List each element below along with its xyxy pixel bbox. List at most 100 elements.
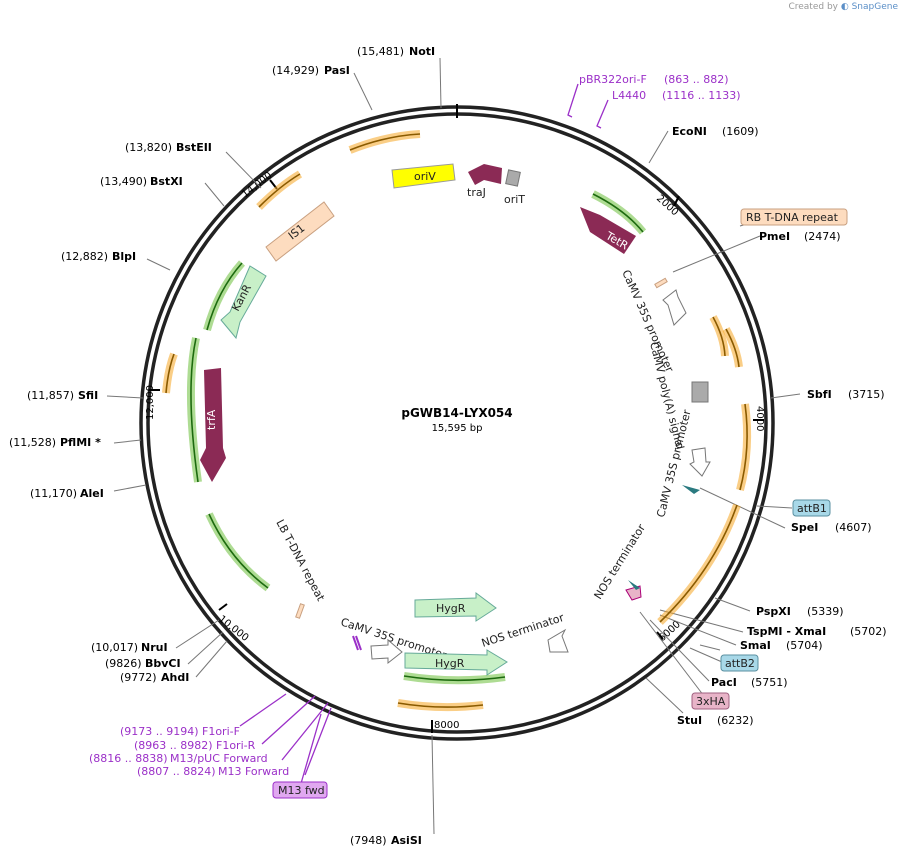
site-pos-pmei: (2474) bbox=[804, 230, 841, 243]
rb-repeat-box bbox=[740, 208, 848, 226]
site-pos-pflmi: (11,528) bbox=[9, 436, 56, 449]
site-name-econi: EcoNI bbox=[672, 125, 707, 138]
camv-35s-promoter-1-label: CaMV 35S promoter bbox=[619, 268, 676, 375]
site-name-alei: AleI bbox=[80, 487, 104, 500]
site-pos-econi: (1609) bbox=[722, 125, 759, 138]
site-labels-right: EcoNI (1609) PmeI (2474) SbfI (3715) Spe… bbox=[672, 125, 887, 727]
plasmid-length: 15,595 bp bbox=[432, 423, 483, 434]
site-pos-pspxi: (5339) bbox=[807, 605, 844, 618]
site-name-asisi: AsiSI bbox=[391, 834, 422, 847]
site-name-blpi: BlpI bbox=[112, 250, 136, 263]
camv-35s-promoter-1-feature bbox=[662, 289, 687, 326]
primer-pos-f1orir: (8963 .. 8982) bbox=[134, 739, 213, 752]
tick-label-12000: 12,000 bbox=[145, 385, 156, 420]
site-name-sfii: SfiI bbox=[78, 389, 98, 402]
orit-feature bbox=[505, 169, 521, 187]
hygr-1-label: HygR bbox=[436, 602, 466, 615]
primer-pos-pbr322: (863 .. 882) bbox=[664, 73, 729, 86]
camv-35s-promoter-3-feature bbox=[370, 638, 403, 665]
oriv-feature bbox=[391, 163, 456, 189]
site-pos-bbvci: (9826) bbox=[105, 657, 142, 670]
tetr-feature bbox=[580, 207, 636, 254]
site-pos-tspmi: (5702) bbox=[850, 625, 887, 638]
hygr-2-label: HygR bbox=[435, 657, 465, 670]
orit-label: oriT bbox=[504, 193, 525, 206]
site-name-pasi: PasI bbox=[324, 64, 350, 77]
snapgene-logo-icon: ◐ SnapGene bbox=[840, 2, 898, 12]
attb1-box-label: attB1 bbox=[797, 502, 827, 515]
attb2-box-label: attB2 bbox=[725, 657, 755, 670]
site-name-ahdi: AhdI bbox=[161, 671, 189, 684]
nos-terminator-2-feature bbox=[547, 628, 569, 653]
rb-repeat-feature bbox=[654, 277, 668, 289]
site-pos-sfii: (11,857) bbox=[27, 389, 74, 402]
attb2-box bbox=[720, 654, 759, 672]
lb-repeat-label: LB T-DNA repeat bbox=[273, 517, 327, 604]
oriv-label: oriV bbox=[414, 170, 436, 183]
attb1-box bbox=[792, 499, 831, 517]
site-pos-bsteii: (13,820) bbox=[125, 141, 172, 154]
site-pos-sbfi: (3715) bbox=[848, 388, 885, 401]
site-pos-bstxi: (13,490) bbox=[100, 175, 147, 188]
m13-fwd-box-label: M13 fwd bbox=[278, 784, 325, 797]
site-name-spei: SpeI bbox=[791, 521, 818, 534]
primer-name-l4440: L4440 bbox=[612, 89, 646, 102]
primer-pos-f1orif: (9173 .. 9194) bbox=[120, 725, 199, 738]
attb2-feature bbox=[628, 580, 640, 590]
rb-repeat-box-label: RB T-DNA repeat bbox=[746, 211, 839, 224]
site-pos-blpi: (12,882) bbox=[61, 250, 108, 263]
primer-name-m13puc: M13/pUC Forward bbox=[170, 752, 268, 765]
boxed-labels: RB T-DNA repeat attB1 attB2 3xHA M13 fwd bbox=[272, 208, 848, 799]
snapgene-credit: Created by ◐ SnapGene bbox=[788, 2, 898, 12]
site-pos-alei: (11,170) bbox=[30, 487, 77, 500]
primer-pos-m13puc: (8816 .. 8838) bbox=[89, 752, 168, 765]
primer-leader-lines bbox=[239, 83, 609, 788]
site-name-nrui: NruI bbox=[141, 641, 168, 654]
traj-feature bbox=[468, 164, 502, 185]
hygr-2-feature bbox=[404, 649, 508, 676]
site-leader-lines bbox=[106, 57, 801, 835]
site-name-pflmi: PflMI * bbox=[60, 436, 101, 449]
site-name-noti: NotI bbox=[409, 45, 435, 58]
orf-arcs bbox=[165, 133, 748, 708]
kanr-feature bbox=[220, 265, 267, 340]
trfa-feature bbox=[200, 368, 226, 482]
site-name-tspmi: TspMI - XmaI bbox=[747, 625, 826, 638]
site-pos-paci: (5751) bbox=[751, 676, 788, 689]
traj-label: traJ bbox=[467, 186, 486, 199]
hygr-1-feature bbox=[414, 592, 497, 622]
tick-label-10000: 10,000 bbox=[216, 614, 250, 644]
primer-labels: pBR322ori-F (863 .. 882) L4440 (1116 .. … bbox=[89, 73, 741, 778]
plasmid-name: pGWB14-LYX054 bbox=[401, 406, 512, 420]
lb-repeat-feature bbox=[295, 603, 305, 619]
tick-label-4000: 4000 bbox=[754, 406, 765, 431]
site-name-paci: PacI bbox=[711, 676, 737, 689]
marker-arcs bbox=[190, 193, 644, 682]
primer-name-m13fwd: M13 Forward bbox=[218, 765, 289, 778]
site-pos-pasi: (14,929) bbox=[272, 64, 319, 77]
m13-fwd-box bbox=[272, 781, 328, 799]
site-name-bsteii: BstEII bbox=[176, 141, 212, 154]
primer-name-f1orif: F1ori-F bbox=[202, 725, 240, 738]
site-pos-stui: (6232) bbox=[717, 714, 754, 727]
site-name-sbfi: SbfI bbox=[807, 388, 832, 401]
site-pos-spei: (4607) bbox=[835, 521, 872, 534]
site-pos-ahdi: (9772) bbox=[120, 671, 157, 684]
camv-polya-feature bbox=[691, 381, 709, 403]
primer-site-marks bbox=[352, 635, 362, 651]
primer-pos-m13fwd: (8807 .. 8824) bbox=[137, 765, 216, 778]
primer-pos-l4440: (1116 .. 1133) bbox=[662, 89, 741, 102]
primer-name-f1orir: F1ori-R bbox=[216, 739, 256, 752]
site-name-bbvci: BbvCI bbox=[145, 657, 181, 670]
site-labels-left: (15,481) NotI (14,929) PasI (13,820) Bst… bbox=[9, 45, 435, 847]
ha-box-label: 3xHA bbox=[696, 695, 726, 708]
site-name-stui: StuI bbox=[677, 714, 702, 727]
trfa-label: trfA bbox=[205, 409, 218, 430]
site-name-bstxi: BstXI bbox=[150, 175, 183, 188]
primer-name-pbr322: pBR322ori-F bbox=[579, 73, 647, 86]
is1-feature bbox=[265, 201, 335, 262]
site-pos-noti: (15,481) bbox=[357, 45, 404, 58]
site-name-smai: SmaI bbox=[740, 639, 771, 652]
site-pos-asisi: (7948) bbox=[350, 834, 387, 847]
